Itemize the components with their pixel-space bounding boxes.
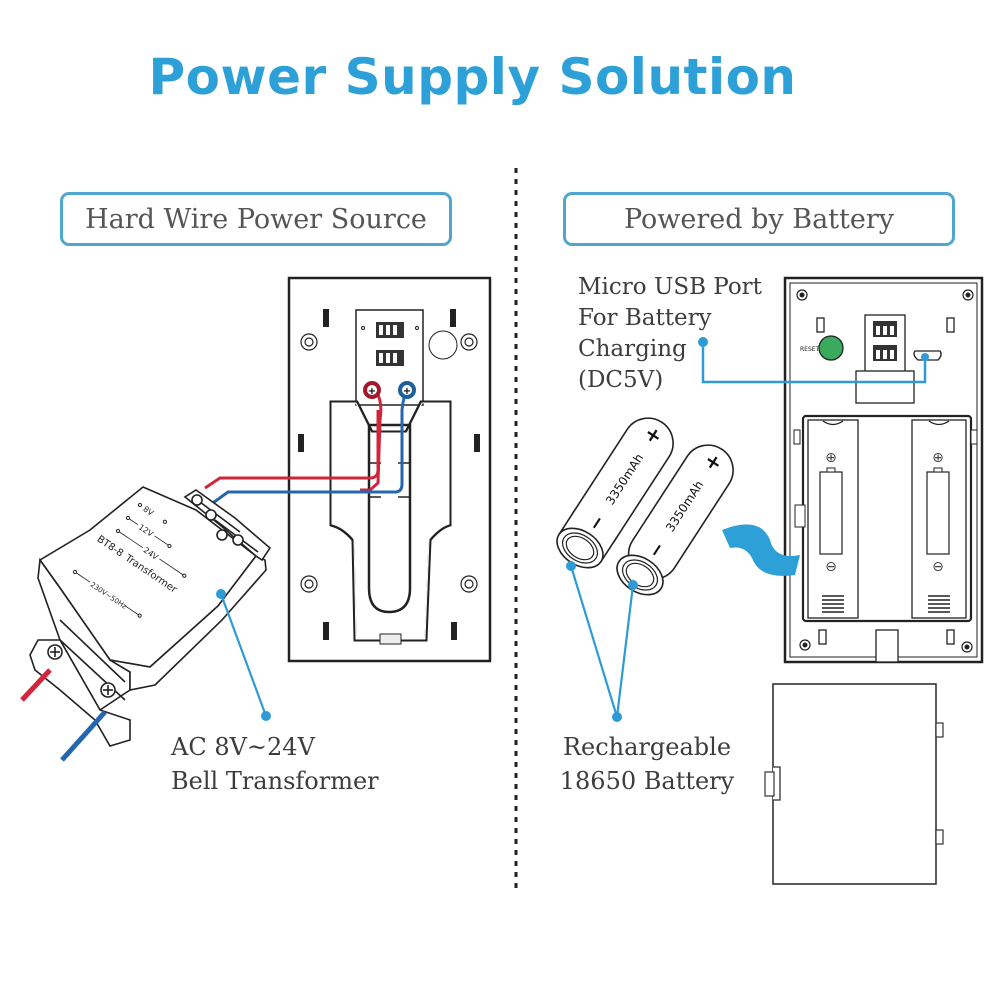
battery-bay-polarity-marks: ⊕ ⊖ ⊕ ⊖	[825, 450, 944, 575]
transformer-input-red-wire	[20, 668, 52, 702]
battery-heading: Powered by Battery	[563, 192, 955, 246]
blue-wire-to-transformer	[209, 490, 290, 507]
positive-terminal-red: +	[363, 381, 381, 399]
svg-text:⊖: ⊖	[932, 559, 944, 575]
battery-2: + − 3350mAh	[616, 444, 734, 596]
reset-button[interactable]	[818, 335, 844, 361]
svg-text:+: +	[403, 386, 411, 397]
battery-leader-lines	[566, 561, 638, 722]
transformer-leader-line	[216, 589, 271, 721]
usb-port-leader-line	[698, 337, 929, 384]
red-wire-run	[290, 410, 380, 480]
transformer-caption: AC 8V~24V Bell Transformer	[171, 733, 379, 795]
hardwire-mounting-plate	[287, 276, 492, 663]
positive-terminal-blue: +	[398, 381, 416, 399]
usb-port-label: Micro USB Port For Battery Charging (DC5…	[578, 274, 762, 393]
battery-1: + − 3350mAh	[556, 417, 674, 569]
transformer-input-blue-wire	[60, 710, 107, 762]
svg-text:+: +	[368, 386, 376, 397]
svg-text:⊕: ⊕	[932, 450, 944, 466]
hard-wire-heading-text: Hard Wire Power Source	[85, 203, 427, 235]
reset-label: RESET	[800, 346, 820, 353]
battery-cover	[764, 683, 944, 885]
page-title: Power Supply Solution	[148, 48, 797, 106]
bell-transformer	[29, 486, 272, 747]
svg-text:⊕: ⊕	[825, 450, 837, 466]
hard-wire-heading: Hard Wire Power Source	[60, 192, 452, 246]
svg-text:⊖: ⊖	[825, 559, 837, 575]
insert-battery-arrow	[722, 524, 800, 576]
battery-heading-text: Powered by Battery	[623, 203, 895, 235]
doorbell-back-housing	[783, 276, 984, 664]
battery-caption: Rechargeable 18650 Battery	[559, 733, 735, 795]
